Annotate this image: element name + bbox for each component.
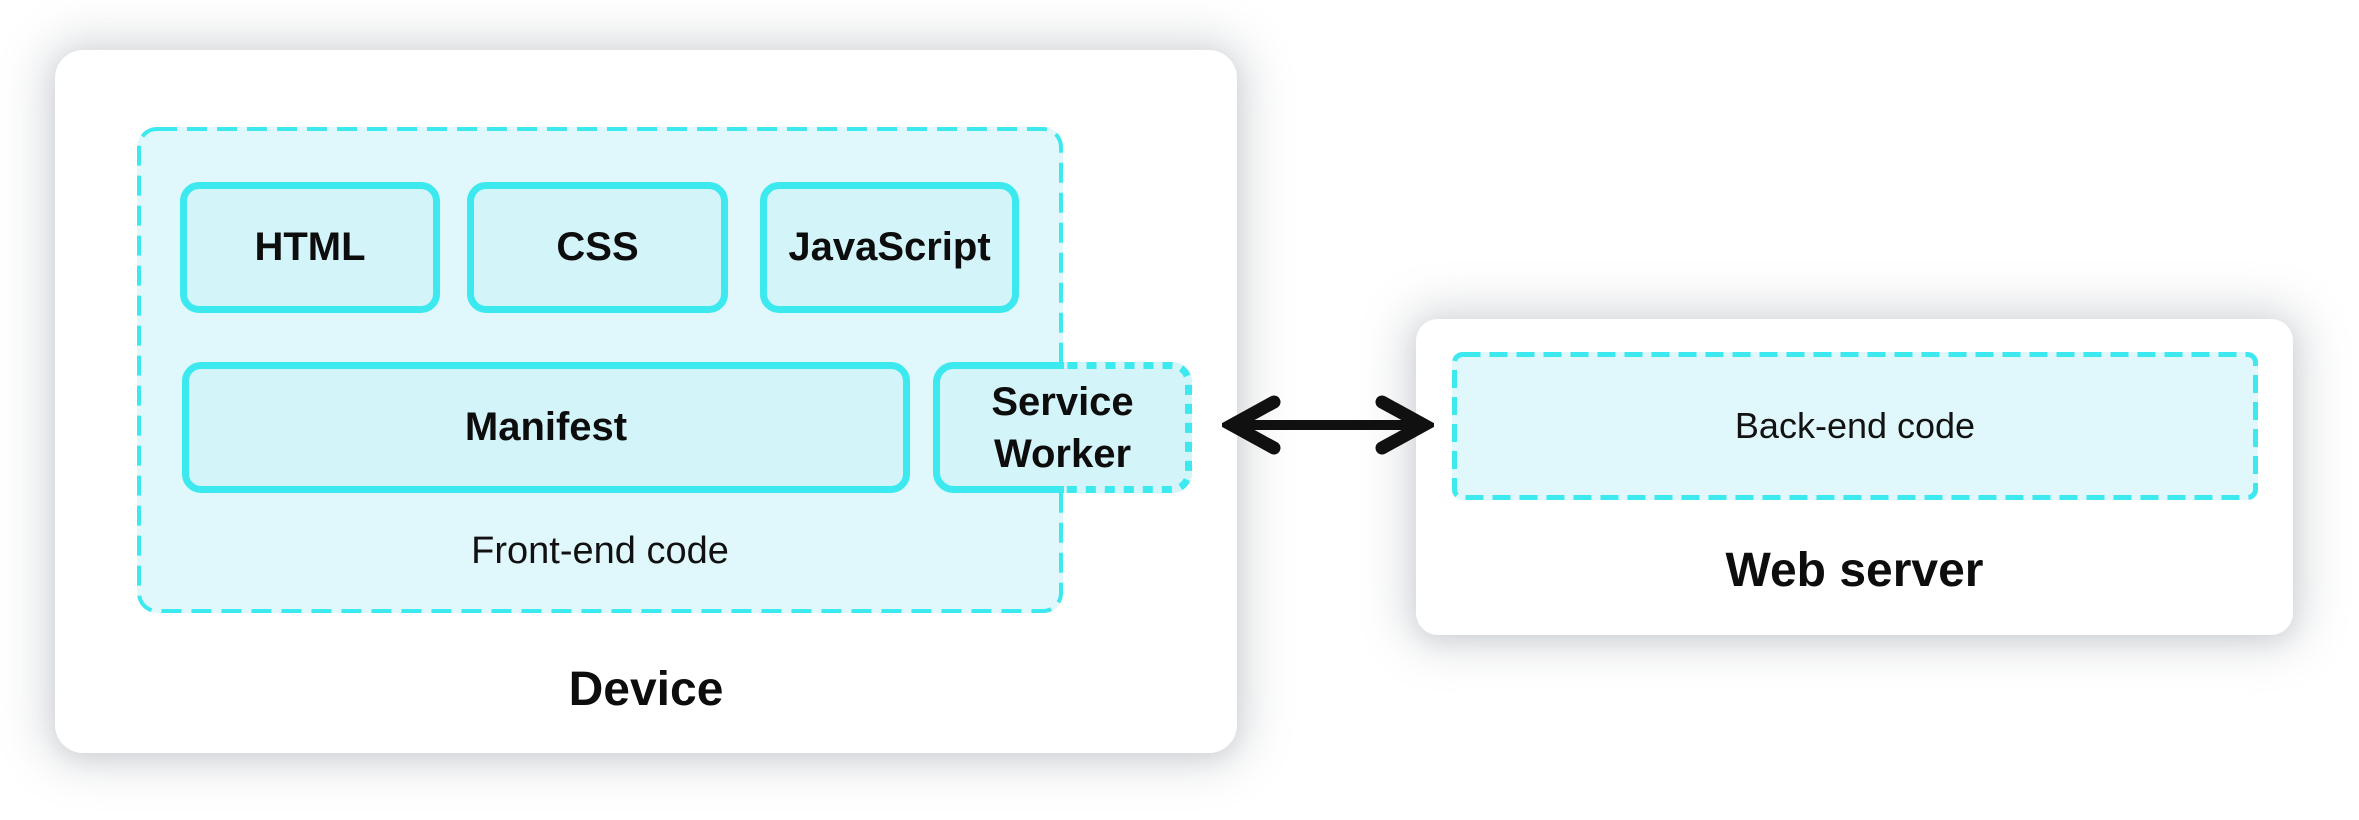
service-worker-label: Service Worker xyxy=(933,362,1192,493)
html-label: HTML xyxy=(254,225,366,269)
html-box: HTML xyxy=(180,182,440,313)
css-label: CSS xyxy=(556,225,639,269)
javascript-label: JavaScript xyxy=(788,225,991,269)
device-box: HTML CSS JavaScript Manifest Front-end c… xyxy=(55,50,1237,753)
device-label: Device xyxy=(568,663,724,716)
manifest-label: Manifest xyxy=(464,405,628,449)
manifest-box: Manifest xyxy=(182,362,910,493)
frontend-code-container: HTML CSS JavaScript Manifest Front-end c… xyxy=(137,127,1063,613)
css-box: CSS xyxy=(467,182,728,313)
javascript-box: JavaScript xyxy=(760,182,1019,313)
frontend-code-label: Front-end code xyxy=(471,530,729,572)
service-worker-box: Service Worker xyxy=(933,362,1192,493)
service-worker-line1: Service xyxy=(991,379,1134,424)
bidirectional-arrow xyxy=(1222,395,1434,455)
web-server-label: Web server xyxy=(1725,544,1984,597)
web-server-box: Back-end code Web server xyxy=(1416,319,2293,635)
service-worker-line2: Worker xyxy=(993,431,1132,476)
backend-code-box: Back-end code xyxy=(1452,352,2258,500)
backend-code-label: Back-end code xyxy=(1734,405,1976,446)
